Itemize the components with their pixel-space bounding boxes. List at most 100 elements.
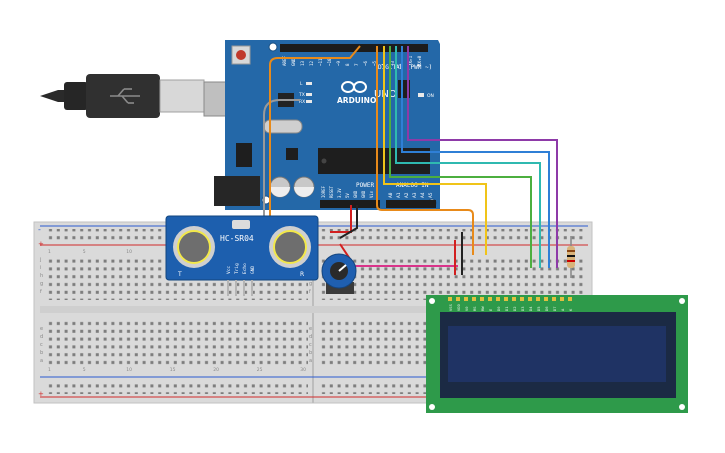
lcd-pin[interactable] — [456, 297, 460, 301]
tx-led-label: TX — [298, 92, 305, 98]
lcd-pin[interactable] — [472, 297, 476, 301]
wire-orange-d — [376, 46, 474, 255]
lcd-pin[interactable] — [496, 297, 500, 301]
digital-pin-label: ~5 — [372, 60, 377, 66]
digital-pin-label: 7 — [354, 63, 359, 66]
sensor-t-mark: T — [177, 271, 182, 278]
power-label: POWER — [356, 182, 374, 189]
digital-pin-label: TX▸1 — [408, 55, 413, 66]
usb-cable[interactable] — [40, 74, 229, 118]
row-letter: g — [309, 281, 312, 287]
wire-purple-d — [407, 46, 558, 268]
rail-plus-label-bottom: + — [38, 390, 44, 398]
lcd-pin[interactable] — [504, 297, 508, 301]
row-letter: i — [40, 265, 41, 271]
lcd-pin-label: E — [488, 308, 493, 311]
row-letter: f — [309, 289, 311, 295]
on-led-label: ON — [427, 93, 434, 99]
potentiometer[interactable] — [321, 253, 357, 294]
digital-pin-label: ~3 — [390, 60, 395, 66]
lcd-pin[interactable] — [536, 297, 540, 301]
sensor-pin[interactable] — [227, 280, 229, 296]
power-pin-label: GND — [353, 190, 358, 198]
digital-pin-label: ~11 — [318, 58, 323, 66]
arduino-model: UNO — [374, 89, 397, 100]
power-header[interactable] — [320, 200, 380, 208]
lcd-pin[interactable] — [560, 297, 564, 301]
lcd-pin-label: RW — [480, 306, 485, 311]
arduino-brand: ARDUINO — [337, 96, 376, 105]
column-number: 10 — [126, 249, 132, 255]
lcd-pin[interactable] — [544, 297, 548, 301]
lcd-pin[interactable] — [552, 297, 556, 301]
sensor-pin-label: Vcc — [226, 266, 232, 274]
lcd-pin-label: D5 — [536, 306, 541, 311]
row-letter: h — [40, 273, 43, 279]
digital-pin-label: ~10 — [327, 58, 332, 66]
wire-yellow-d — [383, 46, 487, 255]
lcd-pin-label: D1 — [504, 306, 509, 311]
reset-button[interactable] — [236, 50, 246, 60]
lcd-pin[interactable] — [448, 297, 452, 301]
sensor-pin[interactable] — [235, 280, 237, 296]
analog-pin-label: A1 — [396, 192, 402, 198]
analog-header[interactable] — [386, 200, 436, 208]
sensor-pin-label: GND — [250, 266, 256, 274]
wires[interactable] — [263, 45, 558, 275]
center-channel — [40, 306, 588, 313]
lcd-screen — [448, 326, 666, 382]
row-letter: d — [40, 334, 43, 340]
sensor-pin[interactable] — [243, 280, 245, 296]
lcd-pin[interactable] — [464, 297, 468, 301]
row-letter: j — [39, 257, 41, 263]
row-letter: g — [40, 281, 43, 287]
wire-gnd-black — [339, 205, 358, 239]
usb-icon — [110, 88, 140, 104]
power-pin-label: 5V — [345, 193, 350, 198]
column-number: 5 — [83, 367, 86, 373]
lcd-pin[interactable] — [512, 297, 516, 301]
wire-green-d — [389, 46, 532, 268]
row-letter: b — [40, 350, 43, 356]
sensor-pin[interactable] — [251, 280, 253, 296]
row-letter: a — [40, 358, 43, 364]
rx-led-label: RX — [299, 99, 305, 105]
row-letter: c — [40, 342, 43, 348]
digital-header[interactable] — [280, 44, 428, 52]
digital-pin-label: ~9 — [336, 60, 341, 66]
column-number: 30 — [300, 367, 306, 373]
lcd-pin-label: V0 — [464, 306, 469, 311]
lcd-pin-label: D0 — [496, 306, 501, 311]
analog-pin-label: A4 — [420, 192, 426, 198]
wire-blue-d — [401, 46, 550, 268]
lcd-pin[interactable] — [568, 297, 572, 301]
column-number: 10 — [126, 367, 132, 373]
lcd-pin-label: D7 — [552, 306, 557, 311]
resistor[interactable] — [567, 236, 575, 278]
analog-label: ANALOG IN — [396, 182, 429, 189]
column-number: 15 — [170, 367, 176, 373]
column-number: 20 — [213, 367, 219, 373]
lcd-pin-label: D3 — [520, 306, 525, 311]
dc-power-jack[interactable] — [214, 176, 260, 206]
lcd-pin[interactable] — [488, 297, 492, 301]
power-pin-label: GND — [361, 190, 366, 198]
rail-minus-label: - — [38, 225, 41, 234]
lcd-pin-label: D6 — [544, 306, 549, 311]
analog-pin-label: A3 — [412, 192, 418, 198]
digital-pin-label: 12 — [309, 60, 314, 66]
analog-pin-label: A5 — [428, 192, 434, 198]
lcd-pin-label: K — [568, 308, 573, 311]
sensor-name: HC-SR04 — [220, 234, 254, 243]
row-letter: e — [40, 326, 43, 332]
lcd-pin[interactable] — [528, 297, 532, 301]
lcd-pin[interactable] — [480, 297, 484, 301]
digital-pin-label: RX◂0 — [417, 55, 422, 66]
wire-sensor-gnd — [269, 45, 361, 222]
wire-teal-d — [395, 46, 541, 268]
column-number: 25 — [257, 367, 263, 373]
sensor-pin-label: Trig — [234, 263, 240, 274]
lcd-pin[interactable] — [520, 297, 524, 301]
